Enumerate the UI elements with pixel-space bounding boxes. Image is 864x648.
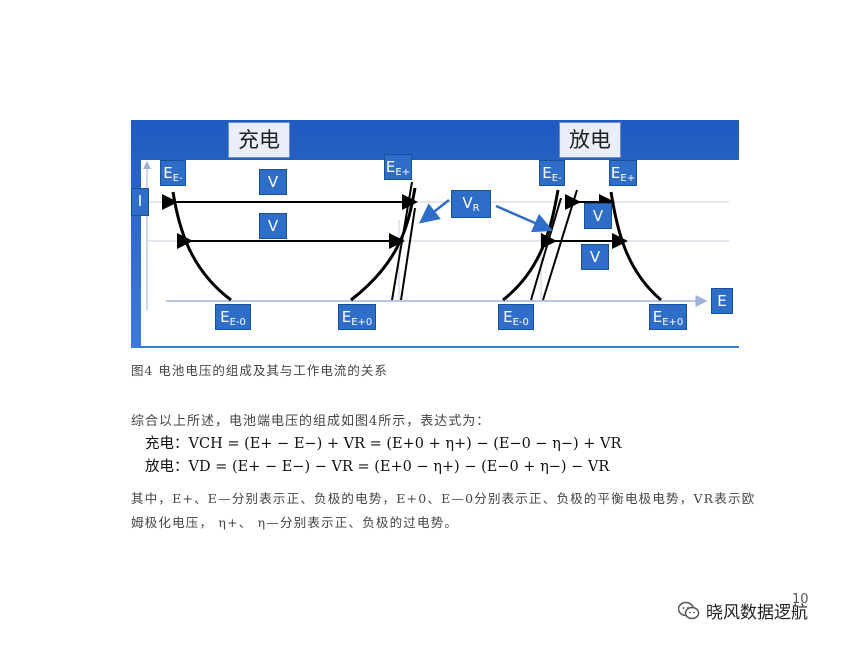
e0-minus-label-discharge: EE-0 — [498, 304, 534, 330]
discharge-vr-line — [530, 197, 562, 301]
v-label-discharge-mid: V — [581, 244, 609, 270]
e0-minus-label-charge: EE-0 — [215, 304, 251, 330]
e-minus-label-discharge: EE- — [539, 160, 565, 186]
v-label-charge-top: V — [259, 169, 287, 195]
wechat-icon — [678, 601, 700, 619]
vr-pointer-left — [419, 199, 450, 224]
page-number: 10 — [792, 592, 809, 607]
battery-voltage-figure: 充电 放电 EE- EE+ V V I VR EE- EE+ V V EE-0 … — [131, 120, 739, 348]
vr-label: VR — [451, 190, 491, 218]
figure-caption: 图4 电池电压的组成及其与工作电流的关系 — [131, 363, 388, 378]
e-minus-label-charge: EE- — [160, 160, 186, 186]
vr-pointer-right — [495, 204, 554, 233]
intro-paragraph: 综合以上所述，电池端电压的组成如图4所示，表达式为： — [131, 414, 491, 429]
charge-equation: 充电：VCH = (E+ − E−) + VR = (E+0 + η+) − (… — [145, 436, 622, 452]
v-label-discharge-top: V — [584, 203, 612, 229]
figure-diagram — [131, 120, 739, 348]
v-label-charge-mid: V — [259, 213, 287, 239]
e-axis-label: E — [711, 288, 733, 314]
e0-plus-label-discharge: EE+0 — [649, 304, 687, 330]
notes-line-1: 其中，E+、E—分别表示正、负极的电势，E+0、E—0分别表示正、负极的平衡电极… — [131, 491, 756, 506]
charge-vr-line — [400, 207, 416, 301]
watermark: 晓风数据逻航 — [678, 598, 808, 623]
i-axis-label: I — [131, 188, 149, 216]
watermark-text: 晓风数据逻航 — [706, 603, 808, 623]
discharge-header: 放电 — [559, 122, 621, 158]
e-plus-label-discharge: EE+ — [609, 160, 637, 186]
notes-line-2: 姆极化电压， η+、 η—分别表示正、负极的过电势。 — [131, 515, 459, 530]
charge-header: 充电 — [228, 122, 290, 158]
discharge-equation: 放电：VD = (E+ − E−) − VR = (E+0 − η+) − (E… — [145, 459, 610, 475]
e0-plus-label-charge: EE+0 — [338, 304, 376, 330]
e-plus-label-charge: EE+ — [384, 154, 412, 180]
